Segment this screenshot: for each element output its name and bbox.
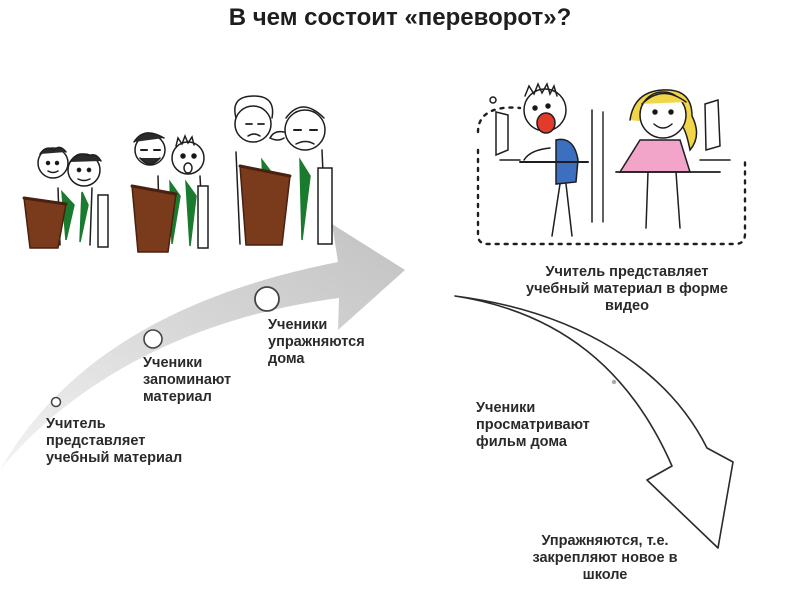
students-at-desks-icon [22,95,333,253]
students-watching-video-icon [476,82,747,246]
flipped-step-3-label: Упражняются, т.е. закрепляют новое в шко… [532,533,678,583]
flipped-step-2-label: Ученики просматривают фильм дома [476,400,590,450]
traditional-step-2-label: Ученики запоминают материал [143,355,232,405]
step-marker-large [254,286,280,312]
page-title: В чем состоит «переворот»? [228,4,572,31]
traditional-step-1-label: Учитель представляет учебный материал [46,416,183,466]
flipped-step-1-label: Учитель представляет учебный материал в … [526,264,728,314]
traditional-step-3-label: Ученики упражняются дома [268,317,365,367]
step-marker-medium [143,329,163,349]
step-marker-small [50,396,62,408]
flipped-process-arrow [454,295,734,549]
flipped-arrow-dot [611,379,617,385]
traditional-process-arrow [0,224,405,470]
